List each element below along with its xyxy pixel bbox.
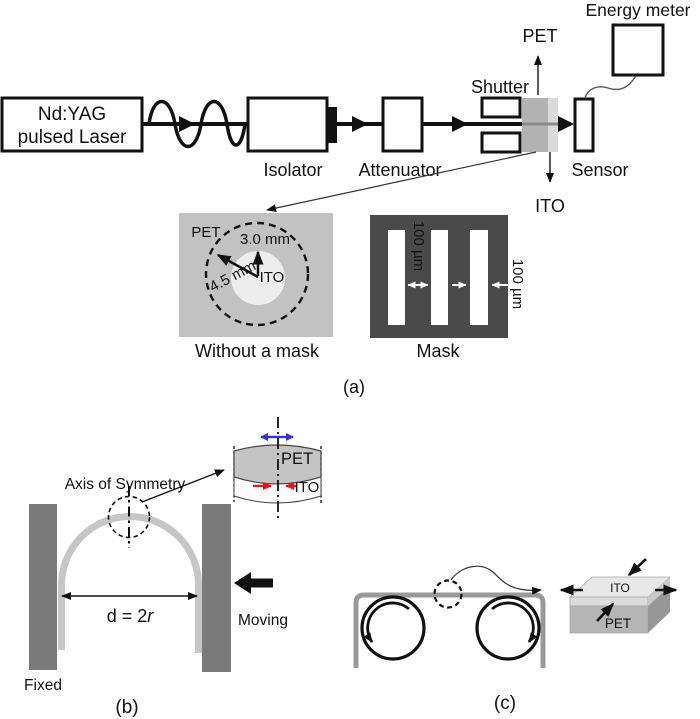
isolator-port	[327, 107, 337, 143]
beam-arrowhead-2	[352, 116, 368, 132]
laser-box	[0, 96, 144, 153]
no-mask-pet-label: PET	[191, 224, 220, 241]
no-mask-caption: Without a mask	[195, 341, 320, 361]
dim-arrow-45mm	[216, 253, 259, 279]
panel-b: Axis of Symmetry d = 2r Moving Fixed (b)…	[24, 417, 322, 718]
roll-inset-box: ITO PET	[559, 558, 678, 634]
panel-c-label: (c)	[494, 693, 516, 714]
fixed-label: Fixed	[24, 677, 62, 694]
no-mask-ito-label: ITO	[260, 269, 285, 286]
mask-slit-3	[470, 230, 488, 325]
laser-label-line2: pulsed Laser	[18, 127, 127, 148]
roll-inset-ito-label: ITO	[610, 581, 630, 595]
mask-dim-gap-label: 100 µm	[410, 221, 427, 271]
panel-b-label: (b)	[115, 697, 138, 718]
mask-caption: Mask	[416, 341, 460, 361]
laser-label-line1: Nd:YAG	[38, 104, 106, 125]
d2r-label: d = 2r	[107, 606, 155, 626]
axis-of-symmetry-label: Axis of Symmetry	[65, 476, 186, 493]
panel-a: Nd:YAG pulsed Laser Isolator Attenuator …	[0, 0, 691, 397]
mask-detail: 100 µm 100 µm Mask	[370, 215, 526, 361]
moving-label: Moving	[238, 612, 288, 629]
fixed-plate	[29, 504, 57, 670]
box-ito-front-edge	[569, 596, 649, 607]
roller-left	[360, 595, 426, 661]
shutter-label: Shutter	[471, 77, 529, 97]
beam-arrowhead-4	[558, 116, 574, 132]
box-ito-side-edge	[648, 577, 670, 606]
rolled-film	[353, 592, 546, 668]
no-mask-detail: PET 3.0 mm 4.5 mm ITO Without a mask	[179, 213, 333, 361]
inset-pet-label: PET	[281, 450, 313, 468]
strain-arrow-top-diagonal	[627, 558, 647, 577]
moving-arrow	[234, 572, 273, 594]
inset-ito-label: ITO	[295, 479, 320, 496]
isolator-box	[246, 96, 329, 153]
isolator-label: Isolator	[263, 160, 322, 180]
roller-right	[475, 595, 541, 661]
sensor-box	[573, 97, 595, 153]
laser-pulse-wave	[147, 100, 247, 148]
beam-arrowhead-1	[179, 116, 195, 132]
strain-arrow-inner-diagonal	[596, 602, 615, 622]
beam-arrowhead-3	[452, 116, 468, 132]
shutter-plate-bottom	[480, 131, 522, 154]
ito-side-label: ITO	[535, 196, 565, 216]
pet-side-label: PET	[522, 26, 557, 46]
ito-spot	[231, 251, 285, 305]
box-pet-side-face	[648, 586, 670, 633]
energy-meter-label: Energy meter	[585, 0, 690, 20]
sensor-label: Sensor	[571, 160, 628, 180]
axis-dashed-circle	[107, 495, 151, 539]
mask-slit-2	[431, 230, 448, 325]
film-inset-pointer	[450, 565, 542, 595]
roll-inset-pet-label: PET	[605, 616, 631, 631]
roller-left-rotation-arrow	[363, 601, 410, 643]
attenuator-box	[381, 96, 424, 153]
shutter-plate-top	[480, 96, 522, 119]
panel-a-label: (a)	[343, 377, 365, 397]
roller-right-rotation-arrow	[491, 601, 538, 643]
mask-slit-1	[388, 230, 405, 325]
moving-plate	[202, 504, 231, 672]
dim-label-3mm: 3.0 mm	[240, 231, 290, 248]
attenuator-label: Attenuator	[358, 160, 441, 180]
energy-meter-box	[611, 23, 665, 77]
panel-c: ITO PET (c)	[353, 558, 678, 714]
ablation-dashed-circle	[204, 221, 310, 327]
film-zoom-dashed-circle	[433, 579, 463, 609]
inset-pointer-arrow	[141, 469, 225, 503]
sensor-cable	[584, 75, 637, 99]
bend-inset: PET ITO	[233, 417, 322, 520]
mask-dim-line-label: 100 µm	[509, 259, 526, 309]
sample-detail-pointer	[266, 151, 537, 213]
